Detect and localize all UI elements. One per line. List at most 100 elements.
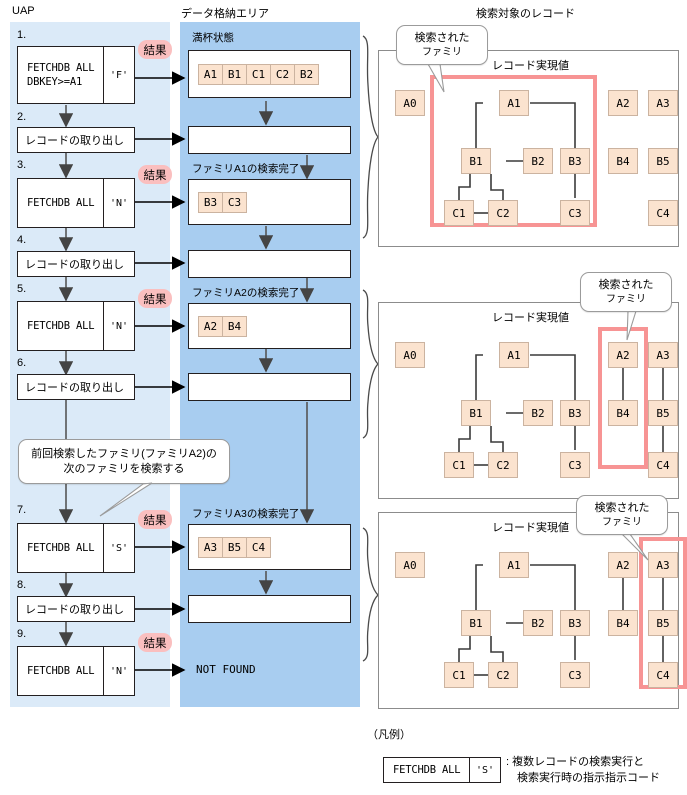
header-storage-area: データ格納エリア <box>181 8 269 20</box>
tree-1-node-b2: B2 <box>523 148 553 174</box>
uap-command-box-6[interactable]: レコードの取り出し <box>17 374 135 400</box>
uap-command-code-1: 'F' <box>103 47 134 103</box>
uap-command-code-5: 'N' <box>103 302 134 350</box>
tree-title-3: レコード実現値 <box>492 522 569 534</box>
record-cell: B5 <box>222 536 247 558</box>
record-cell: B4 <box>222 315 247 337</box>
result-pill-7: 結果 <box>138 510 172 529</box>
tree-1-callout-line2: ファミリ <box>422 46 462 58</box>
uap-callout-line1: 前回検索したファミリ(ファミリA2)の <box>31 447 217 460</box>
step-number-2: 2. <box>17 111 27 123</box>
uap-command-text-3: FETCHDB ALL <box>27 196 95 209</box>
tree-2-callout: 検索された ファミリ <box>580 272 672 312</box>
tree-3-node-a3: A3 <box>648 552 678 578</box>
uap-command-box-2[interactable]: レコードの取り出し <box>17 127 135 153</box>
record-cell: C3 <box>222 191 247 213</box>
storage-box-7: A3 B5 C4 <box>188 524 351 570</box>
tree-3-node-a2: A2 <box>608 552 638 578</box>
uap-command-box-5[interactable]: FETCHDB ALL 'N' <box>17 301 135 351</box>
uap-command-box-4[interactable]: レコードの取り出し <box>17 251 135 277</box>
tree-2-highlight-family-a2 <box>598 327 648 469</box>
record-cell: C4 <box>246 536 271 558</box>
step-number-3: 3. <box>17 159 27 171</box>
tree-3-node-c3: C3 <box>560 662 590 688</box>
storage-box-6 <box>188 373 351 401</box>
storage-label-7: ファミリA3の検索完了 <box>192 508 300 520</box>
record-cell: A3 <box>198 536 223 558</box>
result-pill-1: 結果 <box>138 40 172 59</box>
result-pill-3: 結果 <box>138 165 172 184</box>
not-found-text: NOT FOUND <box>196 663 256 676</box>
tree-3-node-b3: B3 <box>560 610 590 636</box>
record-cell: A2 <box>198 315 223 337</box>
tree-1-node-a0: A0 <box>395 90 425 116</box>
step-number-8: 8. <box>17 579 27 591</box>
uap-command-code-7: 'S' <box>103 524 134 572</box>
storage-box-4 <box>188 250 351 278</box>
tree-2-node-b5: B5 <box>648 400 678 426</box>
tree-3-node-b5: B5 <box>648 610 678 636</box>
header-target-records: 検索対象のレコード <box>476 8 575 20</box>
tree-1-node-a2: A2 <box>608 90 638 116</box>
tree-2-node-b3: B3 <box>560 400 590 426</box>
result-pill-5: 結果 <box>138 289 172 308</box>
uap-command-box-3[interactable]: FETCHDB ALL 'N' <box>17 178 135 228</box>
uap-command-text-4: レコードの取り出し <box>25 259 124 271</box>
tree-3-callout: 検索された ファミリ <box>576 495 668 535</box>
tree-2-node-c4: C4 <box>648 452 678 478</box>
tree-3-node-a1: A1 <box>499 552 529 578</box>
storage-label-5: ファミリA2の検索完了 <box>192 287 300 299</box>
storage-box-3: B3 C3 <box>188 179 351 225</box>
legend-command-code: 'S' <box>469 758 500 782</box>
legend-title: （凡例） <box>367 729 411 741</box>
uap-callout-line2: 次のファミリを検索する <box>63 462 185 475</box>
tree-2-node-c1: C1 <box>444 452 474 478</box>
record-cell: A1 <box>198 63 223 85</box>
tree-1-node-a1: A1 <box>499 90 529 116</box>
uap-command-text-2: レコードの取り出し <box>25 135 124 147</box>
tree-2-node-a0: A0 <box>395 342 425 368</box>
tree-3-node-c1: C1 <box>444 662 474 688</box>
tree-2-node-a1: A1 <box>499 342 529 368</box>
storage-box-8 <box>188 595 351 623</box>
tree-1-callout: 検索された ファミリ <box>396 25 488 65</box>
tree-2-node-a3: A3 <box>648 342 678 368</box>
tree-1-node-b5: B5 <box>648 148 678 174</box>
tree-1-node-c4: C4 <box>648 200 678 226</box>
tree-3-callout-line2: ファミリ <box>602 516 642 528</box>
tree-3-callout-line1: 検索された <box>594 501 650 514</box>
uap-command-text-6: レコードの取り出し <box>25 382 124 394</box>
tree-1-node-b1: B1 <box>461 148 491 174</box>
result-pill-9: 結果 <box>138 633 172 652</box>
record-cell: B1 <box>222 63 247 85</box>
record-cell: B3 <box>198 191 223 213</box>
uap-command-box-1[interactable]: FETCHDB ALL DBKEY>=A1 'F' <box>17 46 135 104</box>
storage-box-1: A1 B1 C1 C2 B2 <box>188 50 351 98</box>
uap-command-code-9: 'N' <box>103 647 134 695</box>
tree-3-node-b1: B1 <box>461 610 491 636</box>
uap-command-box-9[interactable]: FETCHDB ALL 'N' <box>17 646 135 696</box>
tree-2-callout-line1: 検索された <box>598 278 654 291</box>
tree-1-node-c1: C1 <box>444 200 474 226</box>
step-number-9: 9. <box>17 628 27 640</box>
record-cell: C1 <box>246 63 271 85</box>
uap-command-text-8: レコードの取り出し <box>25 604 124 616</box>
step-number-1: 1. <box>17 29 27 41</box>
step-number-4: 4. <box>17 234 27 246</box>
uap-command-box-8[interactable]: レコードの取り出し <box>17 596 135 622</box>
tree-2-node-b4: B4 <box>608 400 638 426</box>
tree-title-2: レコード実現値 <box>492 312 569 324</box>
tree-3-node-b2: B2 <box>523 610 553 636</box>
step-number-7: 7. <box>17 504 27 516</box>
storage-box-2 <box>188 126 351 154</box>
tree-3-node-a0: A0 <box>395 552 425 578</box>
uap-command-box-7[interactable]: FETCHDB ALL 'S' <box>17 523 135 573</box>
uap-command-text-1: FETCHDB ALL DBKEY>=A1 <box>27 61 95 88</box>
tree-2-node-b2: B2 <box>523 400 553 426</box>
header-uap: UAP <box>12 5 35 17</box>
step-number-6: 6. <box>17 357 27 369</box>
tree-3-node-c2: C2 <box>488 662 518 688</box>
uap-callout: 前回検索したファミリ(ファミリA2)の 次のファミリを検索する <box>18 439 230 484</box>
uap-command-code-3: 'N' <box>103 179 134 227</box>
legend-command-text: FETCHDB ALL <box>393 763 461 776</box>
